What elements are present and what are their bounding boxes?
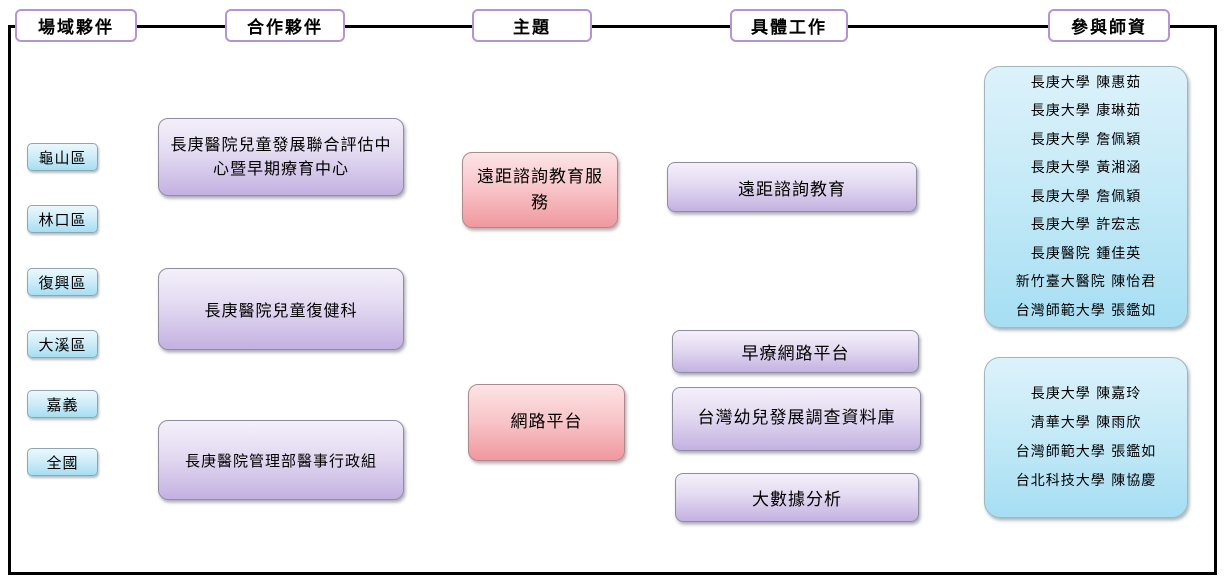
diagram-frame <box>8 25 1217 575</box>
column-header-faculty: 參與師資 <box>1048 9 1170 42</box>
faculty-list-item: 長庚大學 詹佩穎 <box>1030 131 1142 148</box>
partner-box-child-rehab-dept: 長庚醫院兒童復健科 <box>158 268 404 350</box>
theme-box-remote-consult-education-service: 遠距諮詢教育服務 <box>462 152 618 228</box>
faculty-box-web-platform: 長庚大學 陳嘉玲 清華大學 陳雨欣 台灣師範大學 張鑑如 台北科技大學 陳協慶 <box>984 357 1188 518</box>
task-box-taiwan-child-development-database: 台灣幼兒發展調查資料庫 <box>672 387 921 451</box>
region-button-daxi: 大溪區 <box>27 330 98 358</box>
faculty-box-remote-consult: 長庚大學 陳惠茹 長庚大學 康琳茹 長庚大學 詹佩穎 長庚大學 黃湘涵 長庚大學… <box>984 66 1188 328</box>
region-button-linkou: 林口區 <box>27 205 98 233</box>
faculty-list-item: 長庚大學 黃湘涵 <box>1030 160 1142 177</box>
task-box-big-data-analysis: 大數據分析 <box>675 473 919 522</box>
faculty-list-item: 長庚醫院 鍾佳英 <box>1030 245 1142 262</box>
region-button-guishan: 龜山區 <box>27 143 98 171</box>
faculty-list-item: 台北科技大學 陳協慶 <box>1015 472 1157 489</box>
faculty-list-item: 長庚大學 詹佩穎 <box>1030 188 1142 205</box>
region-button-chiayi: 嘉義 <box>27 390 98 418</box>
faculty-list-item: 長庚大學 陳嘉玲 <box>1030 385 1142 402</box>
region-button-national: 全國 <box>27 448 98 476</box>
task-box-remote-consult-education: 遠距諮詢教育 <box>667 162 917 212</box>
theme-box-web-platform: 網路平台 <box>468 384 625 461</box>
faculty-list-item: 長庚大學 陳惠茹 <box>1030 74 1142 91</box>
column-header-field-partners: 場域夥伴 <box>15 9 137 42</box>
column-header-specific-tasks: 具體工作 <box>730 9 848 42</box>
faculty-list-item: 清華大學 陳雨欣 <box>1030 414 1142 431</box>
task-box-early-intervention-platform: 早療網路平台 <box>672 330 919 373</box>
faculty-list-item: 長庚大學 康琳茹 <box>1030 103 1142 120</box>
faculty-list-item: 長庚大學 許宏志 <box>1030 217 1142 234</box>
column-header-theme: 主題 <box>472 9 592 42</box>
column-header-collaboration-partners: 合作夥伴 <box>225 9 345 42</box>
region-button-fuxing: 復興區 <box>27 268 98 296</box>
partner-box-medical-admin-group: 長庚醫院管理部醫事行政組 <box>158 420 404 500</box>
faculty-list-item: 台灣師範大學 張鑑如 <box>1015 302 1157 319</box>
partner-box-evaluation-center: 長庚醫院兒童發展聯合評估中心暨早期療育中心 <box>158 118 404 196</box>
faculty-list-item: 台灣師範大學 張鑑如 <box>1015 443 1157 460</box>
faculty-list-item: 新竹臺大醫院 陳怡君 <box>1015 274 1157 291</box>
